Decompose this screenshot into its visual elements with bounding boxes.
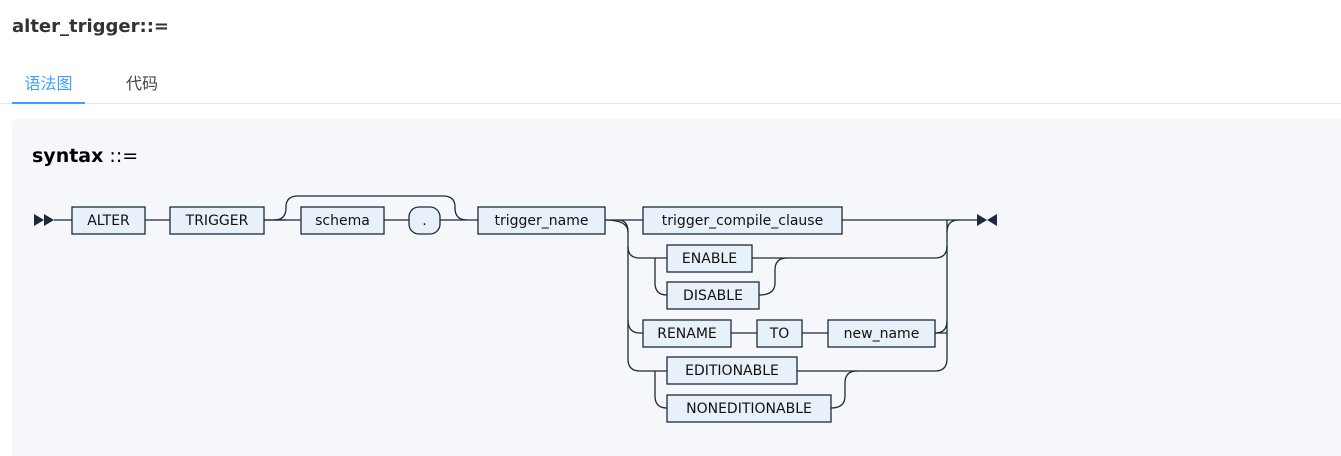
node-new-name-label: new_name <box>844 326 920 342</box>
syntax-keyword: syntax <box>32 145 104 167</box>
node-enable: ENABLE <box>666 244 753 273</box>
node-trigger-name-label: trigger_name <box>495 213 589 229</box>
railroad-diagram: ALTER TRIGGER schema . trigger_name trig… <box>34 195 997 423</box>
diagram-panel: syntax ::= <box>12 119 1341 456</box>
tab-syntax-diagram[interactable]: 语法图 <box>12 74 85 104</box>
node-schema: schema <box>300 206 385 235</box>
end-marker-icon-2 <box>987 214 997 226</box>
node-trigger-name: trigger_name <box>477 206 606 235</box>
node-new-name: new_name <box>827 319 936 348</box>
node-to-label: TO <box>769 326 790 342</box>
node-noneditionable-label: NONEDITIONABLE <box>686 401 812 417</box>
node-trigger: TRIGGER <box>169 206 265 235</box>
node-dot-label: . <box>422 213 426 229</box>
node-editionable-label: EDITIONABLE <box>685 363 779 379</box>
start-marker-icon-2 <box>44 214 54 226</box>
node-trigger-label: TRIGGER <box>185 213 249 229</box>
node-dot: . <box>408 206 441 235</box>
node-disable: DISABLE <box>666 281 760 310</box>
node-rename-label: RENAME <box>657 326 717 342</box>
start-marker-icon <box>34 214 44 226</box>
node-schema-label: schema <box>315 213 370 229</box>
node-noneditionable: NONEDITIONABLE <box>666 394 832 423</box>
node-to: TO <box>756 319 803 348</box>
node-rename: RENAME <box>642 319 732 348</box>
branch-rails <box>604 219 960 409</box>
node-trigger-compile-clause-label: trigger_compile_clause <box>662 213 823 229</box>
syntax-heading: syntax ::= <box>32 145 138 167</box>
rule-title: alter_trigger::= <box>12 16 169 37</box>
node-editionable: EDITIONABLE <box>666 356 798 385</box>
node-alter-label: ALTER <box>87 213 130 229</box>
node-enable-label: ENABLE <box>682 251 737 267</box>
schema-bypass <box>273 195 468 221</box>
node-trigger-compile-clause: trigger_compile_clause <box>642 206 843 235</box>
syntax-assign: ::= <box>103 145 139 167</box>
end-marker-icon <box>977 214 987 226</box>
view-tabs: 语法图 代码 <box>0 66 1341 104</box>
tab-code[interactable]: 代码 <box>125 74 158 93</box>
node-alter: ALTER <box>71 206 146 235</box>
node-disable-label: DISABLE <box>683 288 743 304</box>
